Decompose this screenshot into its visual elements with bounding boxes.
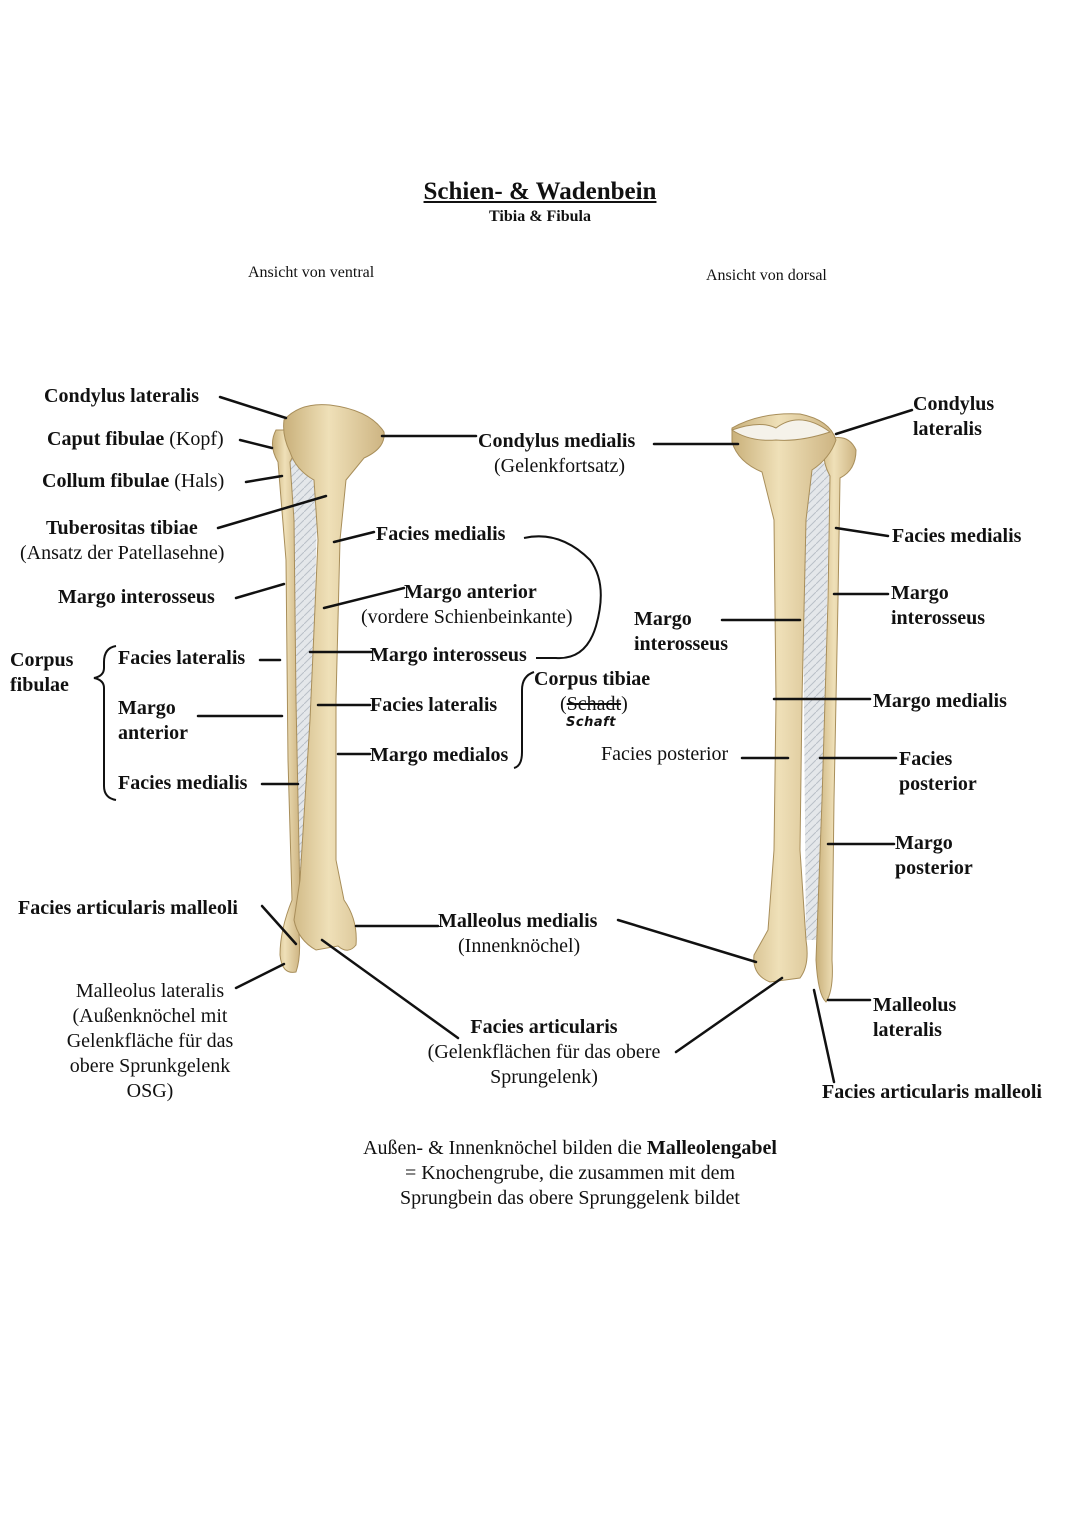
label-dorsal-facies-posterior-r-2: posterior [899, 773, 977, 795]
label-malleolus-lateralis-de-1: (Außenknöchel mit [72, 1005, 228, 1027]
footer-line-1-bold: Malleolengabel [646, 1137, 777, 1159]
view-dorsal-label: Ansicht von dorsal [706, 267, 827, 284]
label-corpus-tibiae-open: ( [560, 693, 567, 715]
brackets [93, 535, 602, 801]
label-dorsal-margo-interosseus-l-1: Margo [634, 608, 692, 630]
footer-line-3: Sprungbein das obere Sprunggelenk bildet [400, 1187, 740, 1209]
leader-margo-interosseus-v [234, 582, 286, 600]
label-dorsal-condylus-lateralis-2: lateralis [913, 418, 982, 440]
label-condylus-lateralis: Condylus lateralis [44, 385, 200, 407]
label-corpus-tibiae-handwritten: Schaft [566, 715, 616, 730]
leader-malleolus-lateralis-v [234, 962, 286, 990]
label-condylus-medialis: Condylus medialis [478, 430, 636, 452]
label-dorsal-margo-interosseus-r-2: interosseus [891, 607, 986, 629]
label-collum-fibulae: Collum fibulae (Hals) [42, 469, 224, 494]
leader-malleolus-medialis-d [616, 918, 758, 964]
label-facies-articularis: Facies articularis [470, 1016, 618, 1038]
label-corpus-fibulae-1: Corpus [10, 649, 74, 671]
label-malleolus-lateralis-ventral: Malleolus lateralis [75, 980, 225, 1002]
label-collum-fibulae-de: (Hals) [169, 470, 225, 492]
label-caput-fibulae: Caput fibulae (Kopf) [47, 427, 224, 452]
page-subtitle: Tibia & Fibula [489, 208, 591, 225]
label-tib-facies-lateralis: Facies lateralis [370, 694, 498, 716]
ventral-fibula [272, 429, 301, 973]
label-fib-facies-lateralis: Facies lateralis [118, 647, 246, 669]
label-caput-fibulae-name: Caput fibulae [47, 428, 165, 450]
label-malleolus-medialis: Malleolus medialis [438, 910, 598, 932]
label-corpus-tibiae-de: (Schadt) [560, 692, 628, 717]
label-facies-articularis-de-1: (Gelenkflächen für das obere [427, 1041, 661, 1063]
leader-facies-articularis-v [320, 938, 460, 1040]
label-dorsal-facies-posterior-r-1: Facies [899, 748, 953, 770]
label-fib-margo-anterior-1: Margo [118, 697, 176, 719]
label-dorsal-margo-interosseus-l-2: interosseus [634, 633, 729, 655]
footer-line-1-text: Außen- & Innenknöchel bilden die [363, 1137, 647, 1159]
label-tib-margo-anterior: Margo anterior [404, 581, 537, 603]
label-dorsal-malleolus-lateralis-1: Malleolus [873, 994, 957, 1016]
label-malleolus-lateralis-de-4: OSG) [126, 1080, 174, 1102]
leader-condylus-lateralis [218, 395, 288, 420]
label-tib-facies-medialis: Facies medialis [376, 523, 506, 545]
label-corpus-tibiae-struck: Schadt [566, 693, 622, 715]
label-tib-margo-medialos: Margo medialos [370, 744, 509, 766]
label-condylus-medialis-de: (Gelenkfortsatz) [494, 455, 626, 477]
label-fib-margo-anterior-2: anterior [118, 722, 188, 744]
leader-collum-fibulae [244, 474, 284, 484]
label-margo-interosseus-ventral: Margo interosseus [58, 586, 215, 608]
ventral-tibia [283, 404, 385, 951]
bracket-corpus-fibulae [93, 645, 117, 801]
label-dorsal-margo-posterior-2: posterior [895, 857, 973, 879]
label-caput-fibulae-de: (Kopf) [164, 428, 224, 450]
leader-facies-medialis-d [834, 526, 890, 538]
leader-facies-art-malleoli-d [812, 988, 836, 1084]
leader-tib-facies-medialis [332, 530, 376, 544]
bracket-corpus-tibiae-top [523, 535, 602, 660]
label-dorsal-margo-interosseus-r-1: Margo [891, 582, 949, 604]
label-tuberositas-tibiae: Tuberositas tibiae [46, 517, 198, 539]
label-corpus-tibiae-close: ) [621, 693, 628, 715]
label-tuberositas-tibiae-de: (Ansatz der Patellasehne) [20, 542, 225, 564]
label-dorsal-condylus-lateralis-1: Condylus [913, 393, 995, 415]
label-facies-articularis-malleoli-ventral: Facies articularis malleoli [18, 897, 238, 919]
dorsal-tibia-plateau [730, 419, 832, 441]
ventral-bones [272, 404, 385, 973]
page-title: Schien- & Wadenbein [423, 178, 657, 205]
label-dorsal-margo-posterior-1: Margo [895, 832, 953, 854]
leader-facies-articularis-d [674, 976, 784, 1054]
label-dorsal-facies-medialis: Facies medialis [892, 525, 1022, 547]
label-corpus-fibulae-2: fibulae [10, 674, 69, 696]
label-malleolus-lateralis-de-2: Gelenkfläche für das [66, 1030, 234, 1052]
label-tib-margo-anterior-de: (vordere Schienbeinkante) [361, 606, 573, 628]
leader-condylus-lateralis-d [834, 408, 914, 436]
dorsal-fibula [815, 437, 857, 1003]
label-dorsal-facies-articularis-malleoli: Facies articularis malleoli [822, 1081, 1042, 1103]
leader-caput-fibulae [238, 438, 274, 450]
label-dorsal-malleolus-lateralis-2: lateralis [873, 1019, 942, 1041]
footer-line-2: = Knochengrube, die zusammen mit dem [404, 1162, 736, 1184]
leader-tib-margo-anterior [322, 586, 406, 610]
leader-facies-art-malleoli-v [260, 904, 298, 946]
label-malleolus-medialis-de: (Innenknöchel) [458, 935, 581, 957]
label-corpus-tibiae: Corpus tibiae [534, 668, 651, 690]
label-dorsal-facies-posterior-l: Facies posterior [601, 743, 729, 765]
footer-line-1: Außen- & Innenknöchel bilden die Malleol… [0, 1136, 1080, 1161]
leader-tuberositas [216, 494, 328, 530]
leader-lines [196, 395, 914, 1084]
bracket-corpus-tibiae [513, 671, 535, 769]
label-malleolus-lateralis-de-3: obere Sprunkgelenk [69, 1055, 231, 1077]
dorsal-bones [730, 413, 857, 1003]
label-dorsal-margo-medialis: Margo medialis [873, 690, 1007, 712]
label-tib-margo-interosseus: Margo interosseus [370, 644, 527, 666]
label-fib-facies-medialis: Facies medialis [118, 772, 248, 794]
footer-note: Außen- & Innenknöchel bilden die Malleol… [0, 1136, 1080, 1211]
label-collum-fibulae-name: Collum fibulae [42, 470, 170, 492]
label-facies-articularis-de-2: Sprungelenk) [490, 1066, 598, 1088]
view-ventral-label: Ansicht von ventral [248, 264, 375, 281]
